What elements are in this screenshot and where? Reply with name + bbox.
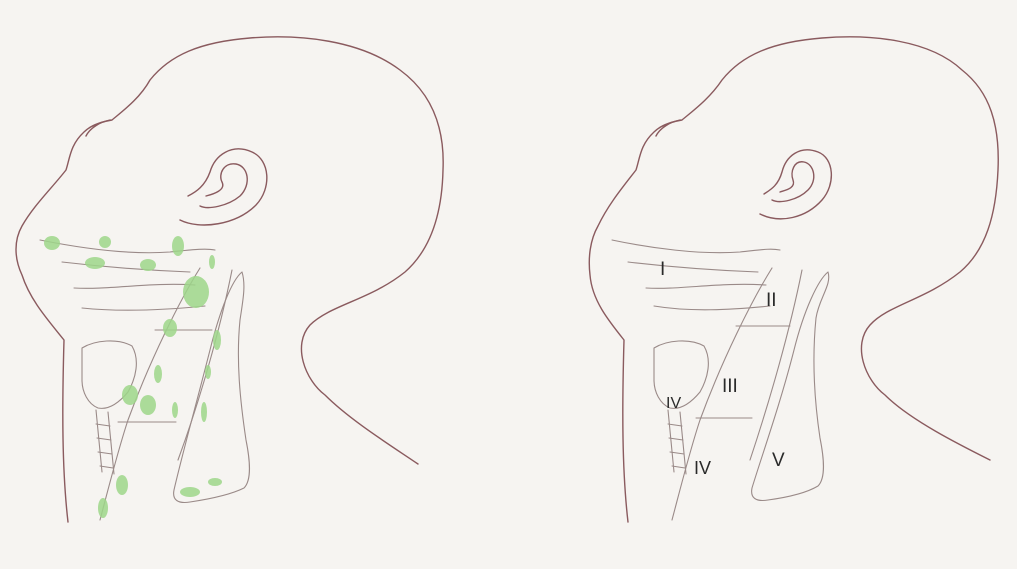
lymph-node xyxy=(201,402,207,422)
lymph-node xyxy=(154,365,162,383)
lymph-node xyxy=(44,236,60,250)
left-ear-outer xyxy=(180,149,267,225)
lymph-node xyxy=(99,236,111,248)
right-trachea xyxy=(668,410,686,474)
lymph-node xyxy=(180,487,200,497)
left-mandible-line xyxy=(74,284,195,288)
lymph-node xyxy=(213,330,221,350)
right-larynx xyxy=(654,341,708,408)
left-ear-inner xyxy=(200,164,247,208)
left-chin-line xyxy=(62,262,190,272)
level-label-iv-lower: IV xyxy=(694,458,711,478)
lymph-node xyxy=(205,365,211,379)
right-ear-outer xyxy=(760,150,831,219)
left-lymph-nodes xyxy=(44,236,222,518)
right-jaw-line xyxy=(612,240,780,253)
right-head-panel: I II III IV IV V xyxy=(589,37,998,522)
level-label-v: V xyxy=(772,450,785,471)
right-mandible-line xyxy=(646,284,766,288)
lymph-node xyxy=(122,385,138,405)
left-scm-anterior xyxy=(100,268,200,520)
lymph-node xyxy=(140,395,156,415)
lymph-node xyxy=(163,319,177,337)
lymph-node xyxy=(140,259,156,271)
left-posterior-triangle xyxy=(174,272,250,503)
right-head-outline xyxy=(589,37,998,522)
lymph-node xyxy=(209,255,215,269)
lymph-node xyxy=(85,257,105,269)
left-submand-line xyxy=(82,306,205,310)
lymph-node xyxy=(116,475,128,495)
level-label-iii: III xyxy=(722,376,738,397)
left-jaw-line xyxy=(40,240,215,253)
lymph-node xyxy=(172,402,178,418)
lymph-node xyxy=(183,276,209,308)
level-label-i: I xyxy=(660,259,665,280)
level-label-ii: II xyxy=(766,290,777,311)
right-submand-line xyxy=(654,306,770,310)
lymph-node xyxy=(208,478,222,486)
lymph-node xyxy=(98,498,108,518)
lymph-node xyxy=(172,236,184,256)
left-trachea xyxy=(96,410,114,474)
left-head-panel xyxy=(16,37,443,522)
right-chin-line xyxy=(628,262,758,272)
level-label-iv-upper: IV xyxy=(666,395,681,412)
